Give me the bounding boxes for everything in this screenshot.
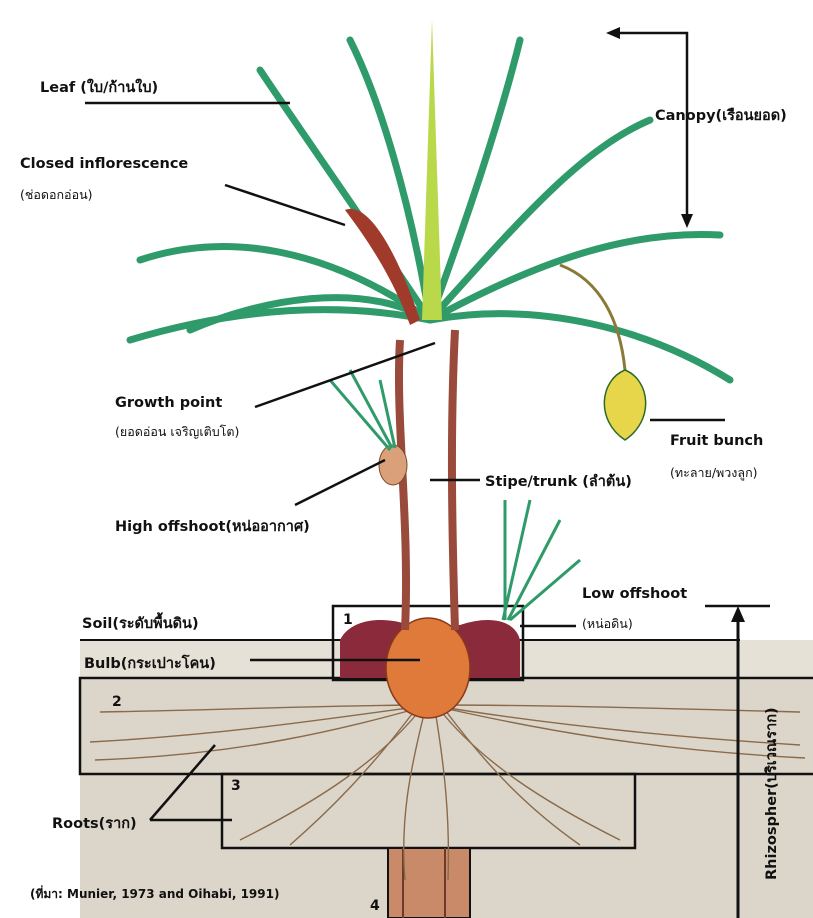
label-growth-point: Growth point xyxy=(115,395,222,411)
zone-label-4: 4 xyxy=(370,898,380,914)
canopy-spear xyxy=(422,20,442,320)
label-closed-inflorescence: Closed inflorescence xyxy=(20,156,188,172)
label-growth-point-th: (ยอดอ่อน เจริญเติบโต) xyxy=(115,422,239,442)
high-offshoot-base xyxy=(379,445,407,485)
label-stipe-trunk: Stipe/trunk (ลำต้น) xyxy=(485,470,632,493)
zone-box-4 xyxy=(388,848,470,918)
label-bulb: Bulb(กระเปาะโคน) xyxy=(84,652,216,675)
canopy-arrow-top xyxy=(606,27,620,39)
label-high-offshoot: High offshoot(หน่ออากาศ) xyxy=(115,515,310,538)
label-soil: Soil(ระดับพื้นดิน) xyxy=(82,612,199,635)
zone-label-1: 1 xyxy=(343,612,353,628)
zone-label-2: 2 xyxy=(112,694,122,710)
label-closed-inflorescence-th: (ช่อดอกอ่อน) xyxy=(20,185,93,205)
fruit-bunch xyxy=(604,370,645,440)
label-canopy: Canopy(เรือนยอด) xyxy=(655,104,787,127)
label-roots: Roots(ราก) xyxy=(52,812,137,835)
source-citation: (ที่มา: Munier, 1973 and Oihabi, 1991) xyxy=(30,885,279,904)
label-rhizosphere: Rhizospher(บริเวณราก) xyxy=(760,707,783,880)
bulb xyxy=(386,618,470,718)
low-offshoot-leaves xyxy=(503,500,580,620)
zone-label-3: 3 xyxy=(231,778,241,794)
rhizosphere-arrow xyxy=(731,606,745,622)
label-leaf: Leaf (ใบ/ก้านใบ) xyxy=(40,76,158,99)
label-fruit-bunch: Fruit bunch xyxy=(670,433,763,449)
high-offshoot-leaves xyxy=(330,370,395,450)
label-fruit-bunch-th: (ทะลาย/พวงลูก) xyxy=(670,463,758,483)
label-low-offshoot: Low offshoot xyxy=(582,586,687,602)
trunk-left xyxy=(399,340,406,630)
canopy-arrow-bottom xyxy=(681,214,693,228)
label-low-offshoot-th: (หน่อดิน) xyxy=(582,614,633,634)
